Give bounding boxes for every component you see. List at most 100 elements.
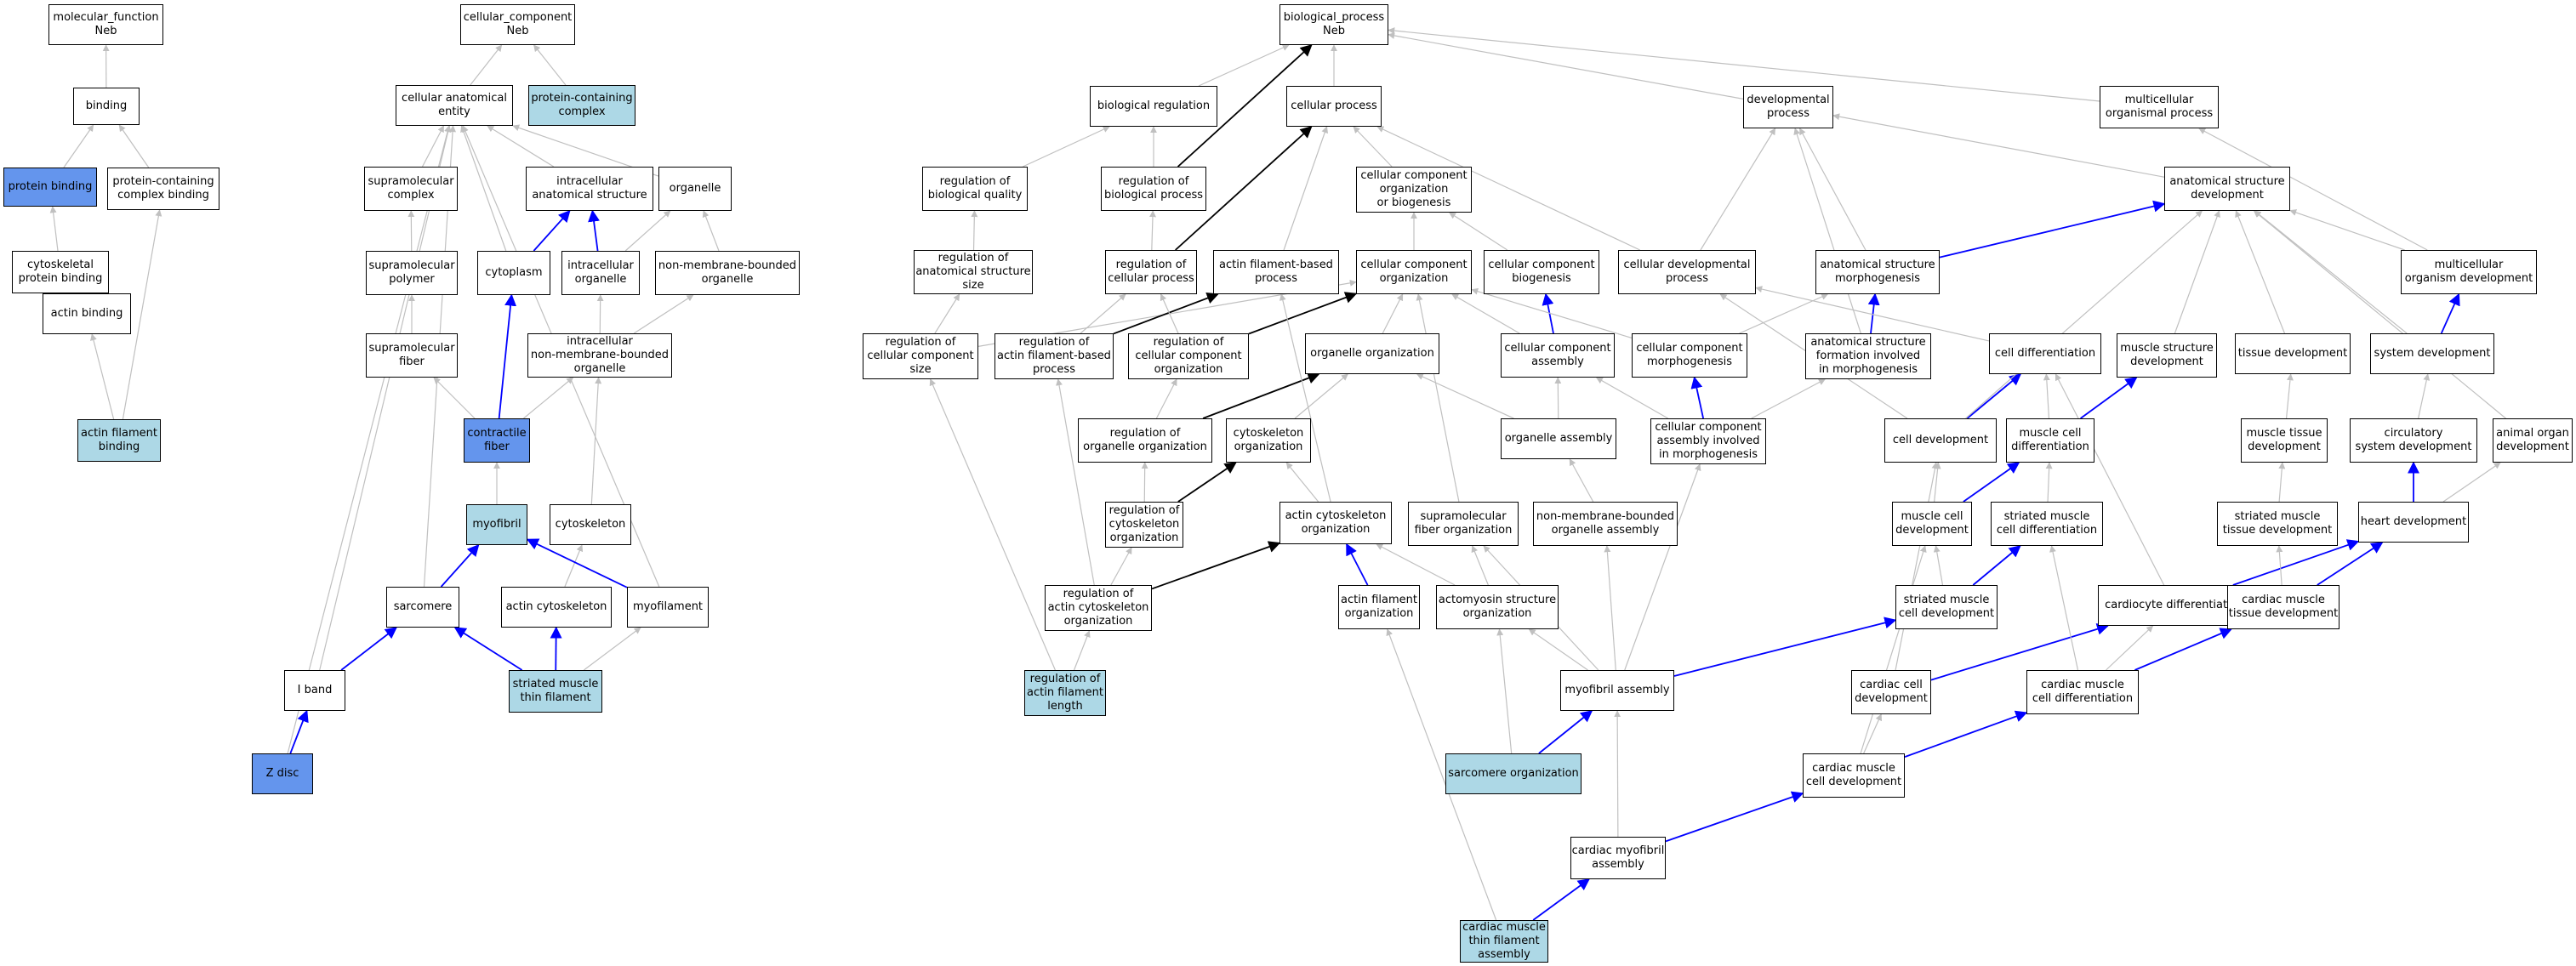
node-binding[interactable]: binding xyxy=(73,88,140,125)
node-myofibril[interactable]: myofibril xyxy=(466,504,527,545)
node-regulation-of-actin-filament-based-process[interactable]: regulation of actin filament-based proce… xyxy=(994,333,1114,379)
node-organelle-organization[interactable]: organelle organization xyxy=(1305,333,1439,374)
node-circulatory-system-development[interactable]: circulatory system development xyxy=(2350,418,2477,463)
node-cardiac-muscle-thin-filament-assembly[interactable]: cardiac muscle thin filament assembly xyxy=(1460,920,1548,963)
node-regulation-of-cellular-process[interactable]: regulation of cellular process xyxy=(1105,250,1197,294)
node-molecular-function[interactable]: molecular_function Neb xyxy=(48,4,163,45)
edge-cc_morph-to-cco xyxy=(1471,287,1633,339)
node-myofibril-assembly[interactable]: myofibril assembly xyxy=(1560,670,1674,711)
node-supramolecular-fiber[interactable]: supramolecular fiber xyxy=(366,333,458,378)
node-protein-binding[interactable]: protein binding xyxy=(3,168,97,207)
node-cardiac-muscle-cell-differentiation[interactable]: cardiac muscle cell differentiation xyxy=(2026,670,2139,714)
node-cell-differentiation[interactable]: cell differentiation xyxy=(1989,333,2101,374)
node-organelle-assembly[interactable]: organelle assembly xyxy=(1501,418,1616,459)
node-protein-containing-complex-binding[interactable]: protein-containing complex binding xyxy=(107,168,219,210)
node-muscle-structure-development[interactable]: muscle structure development xyxy=(2117,333,2217,378)
node-actin-filament-organization[interactable]: actin filament organization xyxy=(1338,585,1420,629)
node-z-disc[interactable]: Z disc xyxy=(252,753,313,794)
node-striated-muscle-cell-differentiation[interactable]: striated muscle cell differentiation xyxy=(1991,502,2103,546)
node-anatomical-structure-formation-involved-in-morphogenesis[interactable]: anatomical structure formation involved … xyxy=(1805,333,1931,379)
node-cellular-process[interactable]: cellular process xyxy=(1286,86,1382,127)
node-cellular-component-assembly[interactable]: cellular component assembly xyxy=(1501,333,1615,378)
node-cytoplasm[interactable]: cytoplasm xyxy=(477,251,550,295)
node-cellular-component-morphogenesis[interactable]: cellular component morphogenesis xyxy=(1632,333,1747,378)
node-regulation-of-actin-cytoskeleton-organization[interactable]: regulation of actin cytoskeleton organiz… xyxy=(1045,585,1152,631)
edge-pcc_binding-to-binding xyxy=(118,124,150,168)
node-regulation-of-cellular-component-organization[interactable]: regulation of cellular component organiz… xyxy=(1128,333,1249,379)
node-system-development[interactable]: system development xyxy=(2370,333,2494,374)
edge-sfo-to-cco xyxy=(1416,293,1460,503)
node-cellular-component-organization[interactable]: cellular component organization xyxy=(1356,250,1472,294)
edge-cytoskeleton_org-to-organelle_org xyxy=(1294,373,1348,419)
node-i-band[interactable]: I band xyxy=(284,670,345,711)
node-tissue-development[interactable]: tissue development xyxy=(2235,333,2351,374)
node-regulation-of-anatomical-structure-size[interactable]: regulation of anatomical structure size xyxy=(914,250,1033,294)
node-sarcomere[interactable]: sarcomere xyxy=(386,587,459,628)
node-cytoskeletal-protein-binding[interactable]: cytoskeletal protein binding xyxy=(12,251,109,293)
node-regulation-of-biological-process[interactable]: regulation of biological process xyxy=(1101,167,1206,211)
node-regulation-of-actin-filament-length[interactable]: regulation of actin filament length xyxy=(1024,670,1106,716)
node-multicellular-organism-development[interactable]: multicellular organism development xyxy=(2401,250,2537,294)
edge-dev_process-to-bp xyxy=(1388,31,1744,99)
node-multicellular-organismal-process[interactable]: multicellular organismal process xyxy=(2100,86,2219,128)
node-protein-containing-complex[interactable]: protein-containing complex xyxy=(528,85,635,126)
node-muscle-cell-development[interactable]: muscle cell development xyxy=(1892,502,1972,546)
node-cellular-developmental-process[interactable]: cellular developmental process xyxy=(1618,250,1756,294)
node-biological-regulation[interactable]: biological regulation xyxy=(1090,86,1217,127)
edge-smcd-to-muscle_cell_diff xyxy=(2045,462,2053,503)
node-sarcomere-organization[interactable]: sarcomere organization xyxy=(1445,753,1582,794)
node-striated-muscle-cell-development[interactable]: striated muscle cell development xyxy=(1895,585,1998,629)
node-non-membrane-bounded-organelle-assembly[interactable]: non-membrane-bounded organelle assembly xyxy=(1533,502,1678,546)
node-cellular-component-assembly-involved-in-morphogenesis[interactable]: cellular component assembly involved in … xyxy=(1650,418,1766,464)
node-muscle-cell-differentiation[interactable]: muscle cell differentiation xyxy=(2006,418,2094,463)
node-supramolecular-fiber-organization[interactable]: supramolecular fiber organization xyxy=(1408,502,1519,546)
node-striated-muscle-tissue-development[interactable]: striated muscle tissue development xyxy=(2217,502,2338,546)
node-intracellular-non-membrane-bounded-organelle[interactable]: intracellular non-membrane-bounded organ… xyxy=(527,333,672,378)
node-muscle-tissue-development[interactable]: muscle tissue development xyxy=(2241,418,2328,463)
node-anatomical-structure-morphogenesis[interactable]: anatomical structure morphogenesis xyxy=(1815,250,1940,294)
node-supramolecular-complex[interactable]: supramolecular complex xyxy=(364,167,458,211)
edge-contractile_fiber-to-ic_nmb_organelle xyxy=(523,377,574,419)
node-actin-cytoskeleton[interactable]: actin cytoskeleton xyxy=(501,587,612,628)
node-cardiac-muscle-tissue-development[interactable]: cardiac muscle tissue development xyxy=(2227,585,2339,629)
node-cellular-component[interactable]: cellular_component Neb xyxy=(460,4,575,45)
node-intracellular-anatomical-structure[interactable]: intracellular anatomical structure xyxy=(526,167,653,211)
node-actin-filament-binding[interactable]: actin filament binding xyxy=(77,419,161,462)
node-biological-process[interactable]: biological_process Neb xyxy=(1279,4,1388,45)
node-myofilament[interactable]: myofilament xyxy=(627,587,709,628)
node-cellular-anatomical-entity[interactable]: cellular anatomical entity xyxy=(396,85,513,126)
node-striated-muscle-thin-filament[interactable]: striated muscle thin filament xyxy=(509,670,602,713)
node-cytoskeleton-organization[interactable]: cytoskeleton organization xyxy=(1226,418,1311,463)
node-cardiocyte-differentiation[interactable]: cardiocyte differentiation xyxy=(2098,585,2251,626)
node-actin-filament-based-process[interactable]: actin filament-based process xyxy=(1213,250,1339,294)
node-regulation-of-organelle-organization[interactable]: regulation of organelle organization xyxy=(1078,418,1212,463)
node-contractile-fiber[interactable]: contractile fiber xyxy=(464,418,530,463)
node-non-membrane-bounded-organelle[interactable]: non-membrane-bounded organelle xyxy=(655,251,800,295)
edge-muscle_cell_dev-to-muscle_cell_diff xyxy=(1963,462,2020,503)
node-cardiac-muscle-cell-development[interactable]: cardiac muscle cell development xyxy=(1803,753,1905,798)
edge-muscle_cell_diff-to-cell_diff xyxy=(2043,373,2050,419)
edge-ic_organelle-to-ias xyxy=(588,209,600,252)
node-animal-organ-development[interactable]: animal organ development xyxy=(2493,418,2573,463)
node-cardiac-myofibril-assembly[interactable]: cardiac myofibril assembly xyxy=(1570,837,1666,879)
node-regulation-of-cytoskeleton-organization[interactable]: regulation of cytoskeleton organization xyxy=(1105,502,1183,548)
node-intracellular-organelle[interactable]: intracellular organelle xyxy=(561,251,640,295)
node-supramolecular-polymer[interactable]: supramolecular polymer xyxy=(366,251,458,295)
node-heart-development[interactable]: heart development xyxy=(2358,502,2469,543)
node-cardiac-cell-development[interactable]: cardiac cell development xyxy=(1851,670,1931,714)
node-regulation-of-biological-quality[interactable]: regulation of biological quality xyxy=(922,167,1028,211)
node-actomyosin-structure-organization[interactable]: actomyosin structure organization xyxy=(1436,585,1559,629)
node-developmental-process[interactable]: developmental process xyxy=(1743,86,1833,128)
node-organelle[interactable]: organelle xyxy=(658,167,732,211)
node-actin-binding[interactable]: actin binding xyxy=(43,293,131,334)
edge-reg_cco-to-reg_cell_process xyxy=(1160,293,1179,334)
node-cellular-component-biogenesis[interactable]: cellular component biogenesis xyxy=(1484,250,1599,294)
edge-asfim-to-dev_process xyxy=(1793,128,1861,334)
node-anatomical-structure-development[interactable]: anatomical structure development xyxy=(2164,167,2290,211)
node-regulation-of-cellular-component-size[interactable]: regulation of cellular component size xyxy=(863,333,978,379)
edge-afbp-to-cell_process xyxy=(1283,126,1329,251)
node-cellular-component-organization-or-biogenesis[interactable]: cellular component organization or bioge… xyxy=(1356,167,1472,213)
node-actin-cytoskeleton-organization[interactable]: actin cytoskeleton organization xyxy=(1279,502,1392,544)
node-cell-development[interactable]: cell development xyxy=(1884,418,1997,463)
node-cytoskeleton[interactable]: cytoskeleton xyxy=(550,504,631,545)
